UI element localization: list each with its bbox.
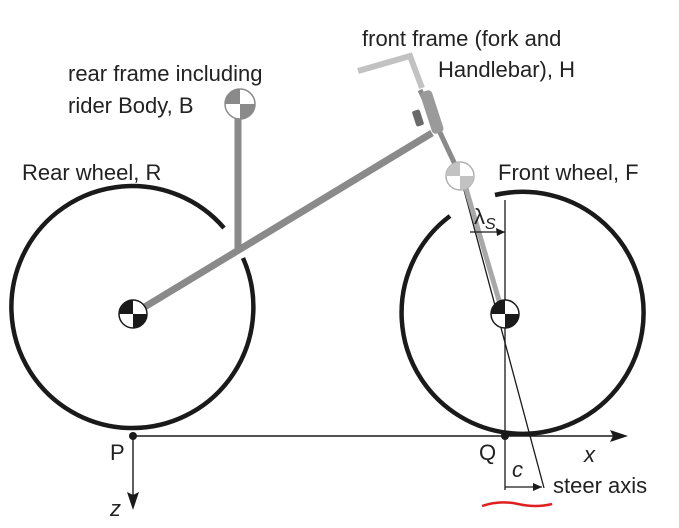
front-wheel-label: Front wheel, F (498, 160, 639, 185)
rear-frame-label-line1: rear frame including (68, 61, 262, 86)
x-axis-label: x (583, 442, 596, 467)
steer-angle-arrow (496, 228, 505, 236)
red-underline-annotation (481, 501, 553, 508)
head-tube-upper (420, 90, 444, 134)
front-wheel-mass-center-icon (490, 299, 520, 329)
rear-wheel (9, 183, 256, 431)
rear-wheel-mass-center-icon (118, 299, 148, 329)
rear-wheel-label: Rear wheel, R (22, 160, 161, 185)
contact-point-p (129, 432, 137, 440)
x-axis-arrowhead (610, 430, 628, 442)
steer-axis-label: steer axis (553, 473, 647, 498)
rear-frame-label-line2: rider Body, B (68, 93, 194, 118)
point-q-label: Q (479, 440, 496, 465)
head-tube-bearing (412, 109, 424, 127)
z-axis-label: z (109, 496, 121, 521)
front-fork (459, 174, 506, 315)
point-p-label: P (110, 440, 125, 465)
steer-axis-line (459, 174, 545, 489)
contact-point-q (501, 432, 509, 440)
trail-arrow-right (533, 483, 542, 491)
trail-label: c (512, 457, 523, 482)
front-frame-mass-center-icon (445, 161, 475, 191)
steer-angle-symbol: λS (474, 204, 496, 233)
rider-body-mass-center-icon (224, 88, 256, 120)
front-frame-label-line2: Handlebar), H (438, 57, 575, 82)
front-wheel (399, 189, 646, 437)
z-axis-arrowhead (127, 492, 139, 510)
rear-frame-main-tube (131, 130, 434, 317)
handlebar (357, 52, 425, 90)
front-frame-label-line1: front frame (fork and (362, 26, 561, 51)
